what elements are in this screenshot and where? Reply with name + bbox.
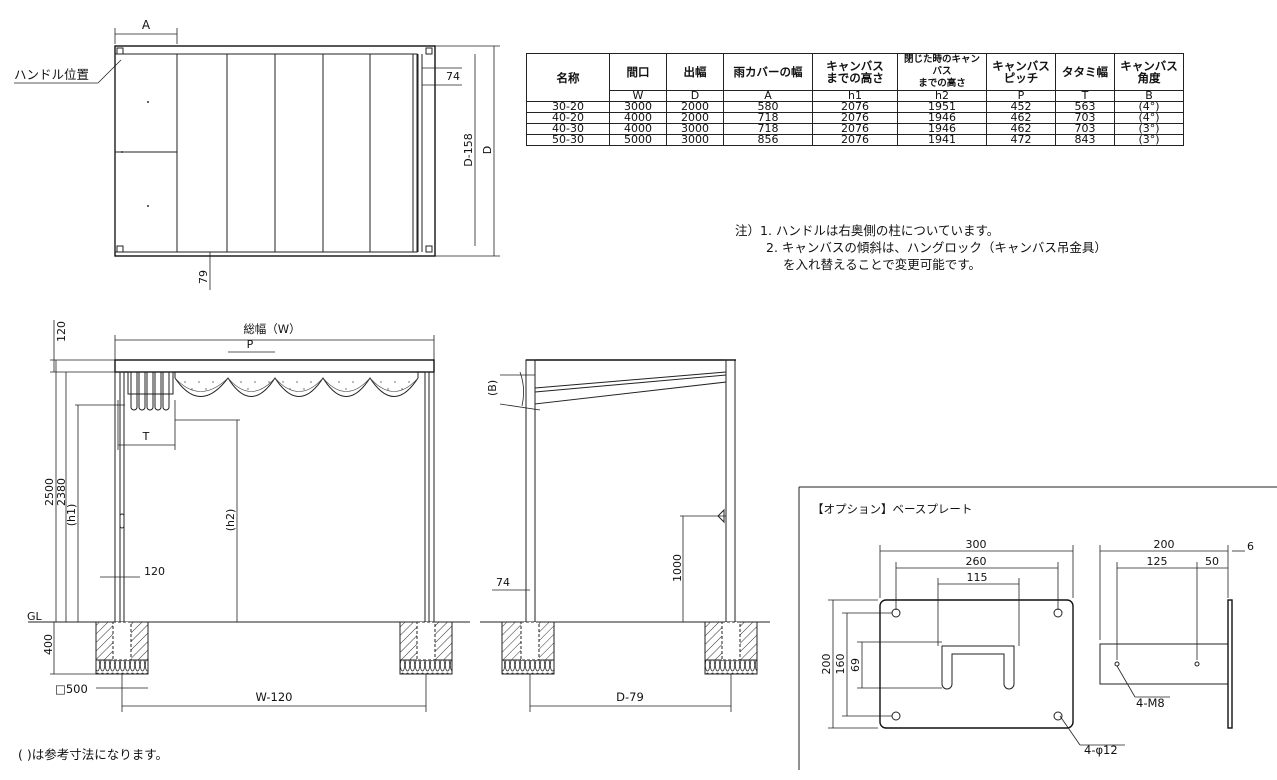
table-row: 50-30 5000 3000 856 2076 1941 472 843 (3… (526, 134, 1184, 146)
side-dim-74: 74 (496, 576, 510, 589)
spec-header-frontage: 間口 (609, 53, 667, 91)
table-cell: 5000 (609, 134, 667, 146)
option-dim-200w: 200 (1154, 538, 1175, 551)
spec-header-fold: タタミ幅 (1055, 53, 1115, 91)
option-dim-50: 50 (1205, 555, 1219, 568)
option-title: 【オプション】ベースプレート (812, 502, 972, 516)
spec-header-angle: キャンバス 角度 (1114, 53, 1184, 91)
spec-subheader-row: W D A h1 h2 P T B (527, 90, 1184, 102)
option-label-hole: 4-φ12 (1084, 743, 1118, 757)
spec-header-name: 名称 (526, 53, 610, 102)
front-view: 総幅（W） P T (h2) (h1) 120 2500 2380 120 (27, 320, 470, 712)
option-dim-115: 115 (967, 571, 988, 584)
front-dim-w120: W-120 (255, 690, 292, 704)
note-line-1: 注）1. ハンドルは右奥側の柱についています。 (735, 223, 1000, 238)
plan-dim-d: D (481, 146, 494, 154)
plan-label-a: A (142, 18, 151, 32)
option-dim-160: 160 (834, 654, 847, 675)
table-cell: 856 (723, 134, 813, 146)
spec-header-depth: 出幅 (666, 53, 724, 91)
plan-handle-label: ハンドル位置 (14, 67, 89, 82)
option-dim-69: 69 (849, 658, 862, 672)
plan-dim-74: 74 (446, 70, 460, 83)
spec-table: 名称 間口 出幅 雨カバーの幅 キャンバス までの高さ 閉じた時のキャンバス ま… (526, 53, 1184, 146)
option-dim-125: 125 (1147, 555, 1168, 568)
option-dim-300: 300 (966, 538, 987, 551)
side-dim-1000: 1000 (671, 554, 684, 582)
front-label-t: T (142, 430, 150, 443)
footnote: ( )は参考寸法になります。 (18, 747, 168, 762)
front-dim-120: 120 (144, 565, 165, 578)
front-label-total: 総幅（W） (243, 322, 300, 336)
spec-header-h2: 閉じた時のキャンバス までの高さ (897, 53, 987, 91)
option-dim-200h: 200 (820, 654, 833, 675)
front-label-p: P (247, 338, 254, 351)
option-dim-260: 260 (966, 555, 987, 568)
table-cell: 843 (1055, 134, 1115, 146)
side-dim-d79: D-79 (616, 690, 644, 704)
spec-header-row: 名称 間口 出幅 雨カバーの幅 キャンバス までの高さ 閉じた時のキャンバス ま… (526, 53, 1184, 102)
spec-header-h1: キャンバス までの高さ (812, 53, 898, 91)
front-label-500: □500 (55, 682, 88, 696)
plan-dim-d158: D-158 (462, 133, 475, 166)
spec-header-cover: 雨カバーの幅 (723, 53, 813, 91)
front-dim-120-top: 120 (55, 321, 68, 342)
front-dim-400: 400 (42, 634, 55, 655)
table-cell: 472 (986, 134, 1056, 146)
spec-header-pitch: キャンバス ピッチ (986, 53, 1056, 91)
note-line-2: 2. キャンバスの傾斜は、ハングロック（キャンバス吊金具） (766, 240, 1107, 255)
table-cell: 50-30 (526, 134, 610, 146)
note-line-3: を入れ替えることで変更可能です。 (783, 257, 982, 272)
option-baseplate: 【オプション】ベースプレート 300 260 115 200 160 69 4-… (798, 486, 1277, 770)
table-cell: 3000 (666, 134, 724, 146)
plan-view: A ハンドル位置 74 D-158 D 79 (14, 18, 500, 290)
side-label-b: (B) (486, 380, 499, 396)
plan-dim-79: 79 (197, 270, 210, 284)
side-view: (B) 1000 74 D-79 (480, 359, 770, 712)
table-cell: (3°) (1114, 134, 1184, 146)
table-cell: 2076 (812, 134, 898, 146)
option-dim-6: 6 (1247, 540, 1254, 553)
table-cell: 1941 (897, 134, 987, 146)
option-label-m8: 4-M8 (1136, 696, 1165, 710)
front-dim-h1: (h1) (65, 504, 78, 527)
front-dim-h2: (h2) (224, 509, 237, 532)
front-dim-2380: 2380 (55, 478, 68, 506)
front-dim-2500: 2500 (43, 478, 56, 506)
front-label-gl: GL (27, 610, 43, 623)
